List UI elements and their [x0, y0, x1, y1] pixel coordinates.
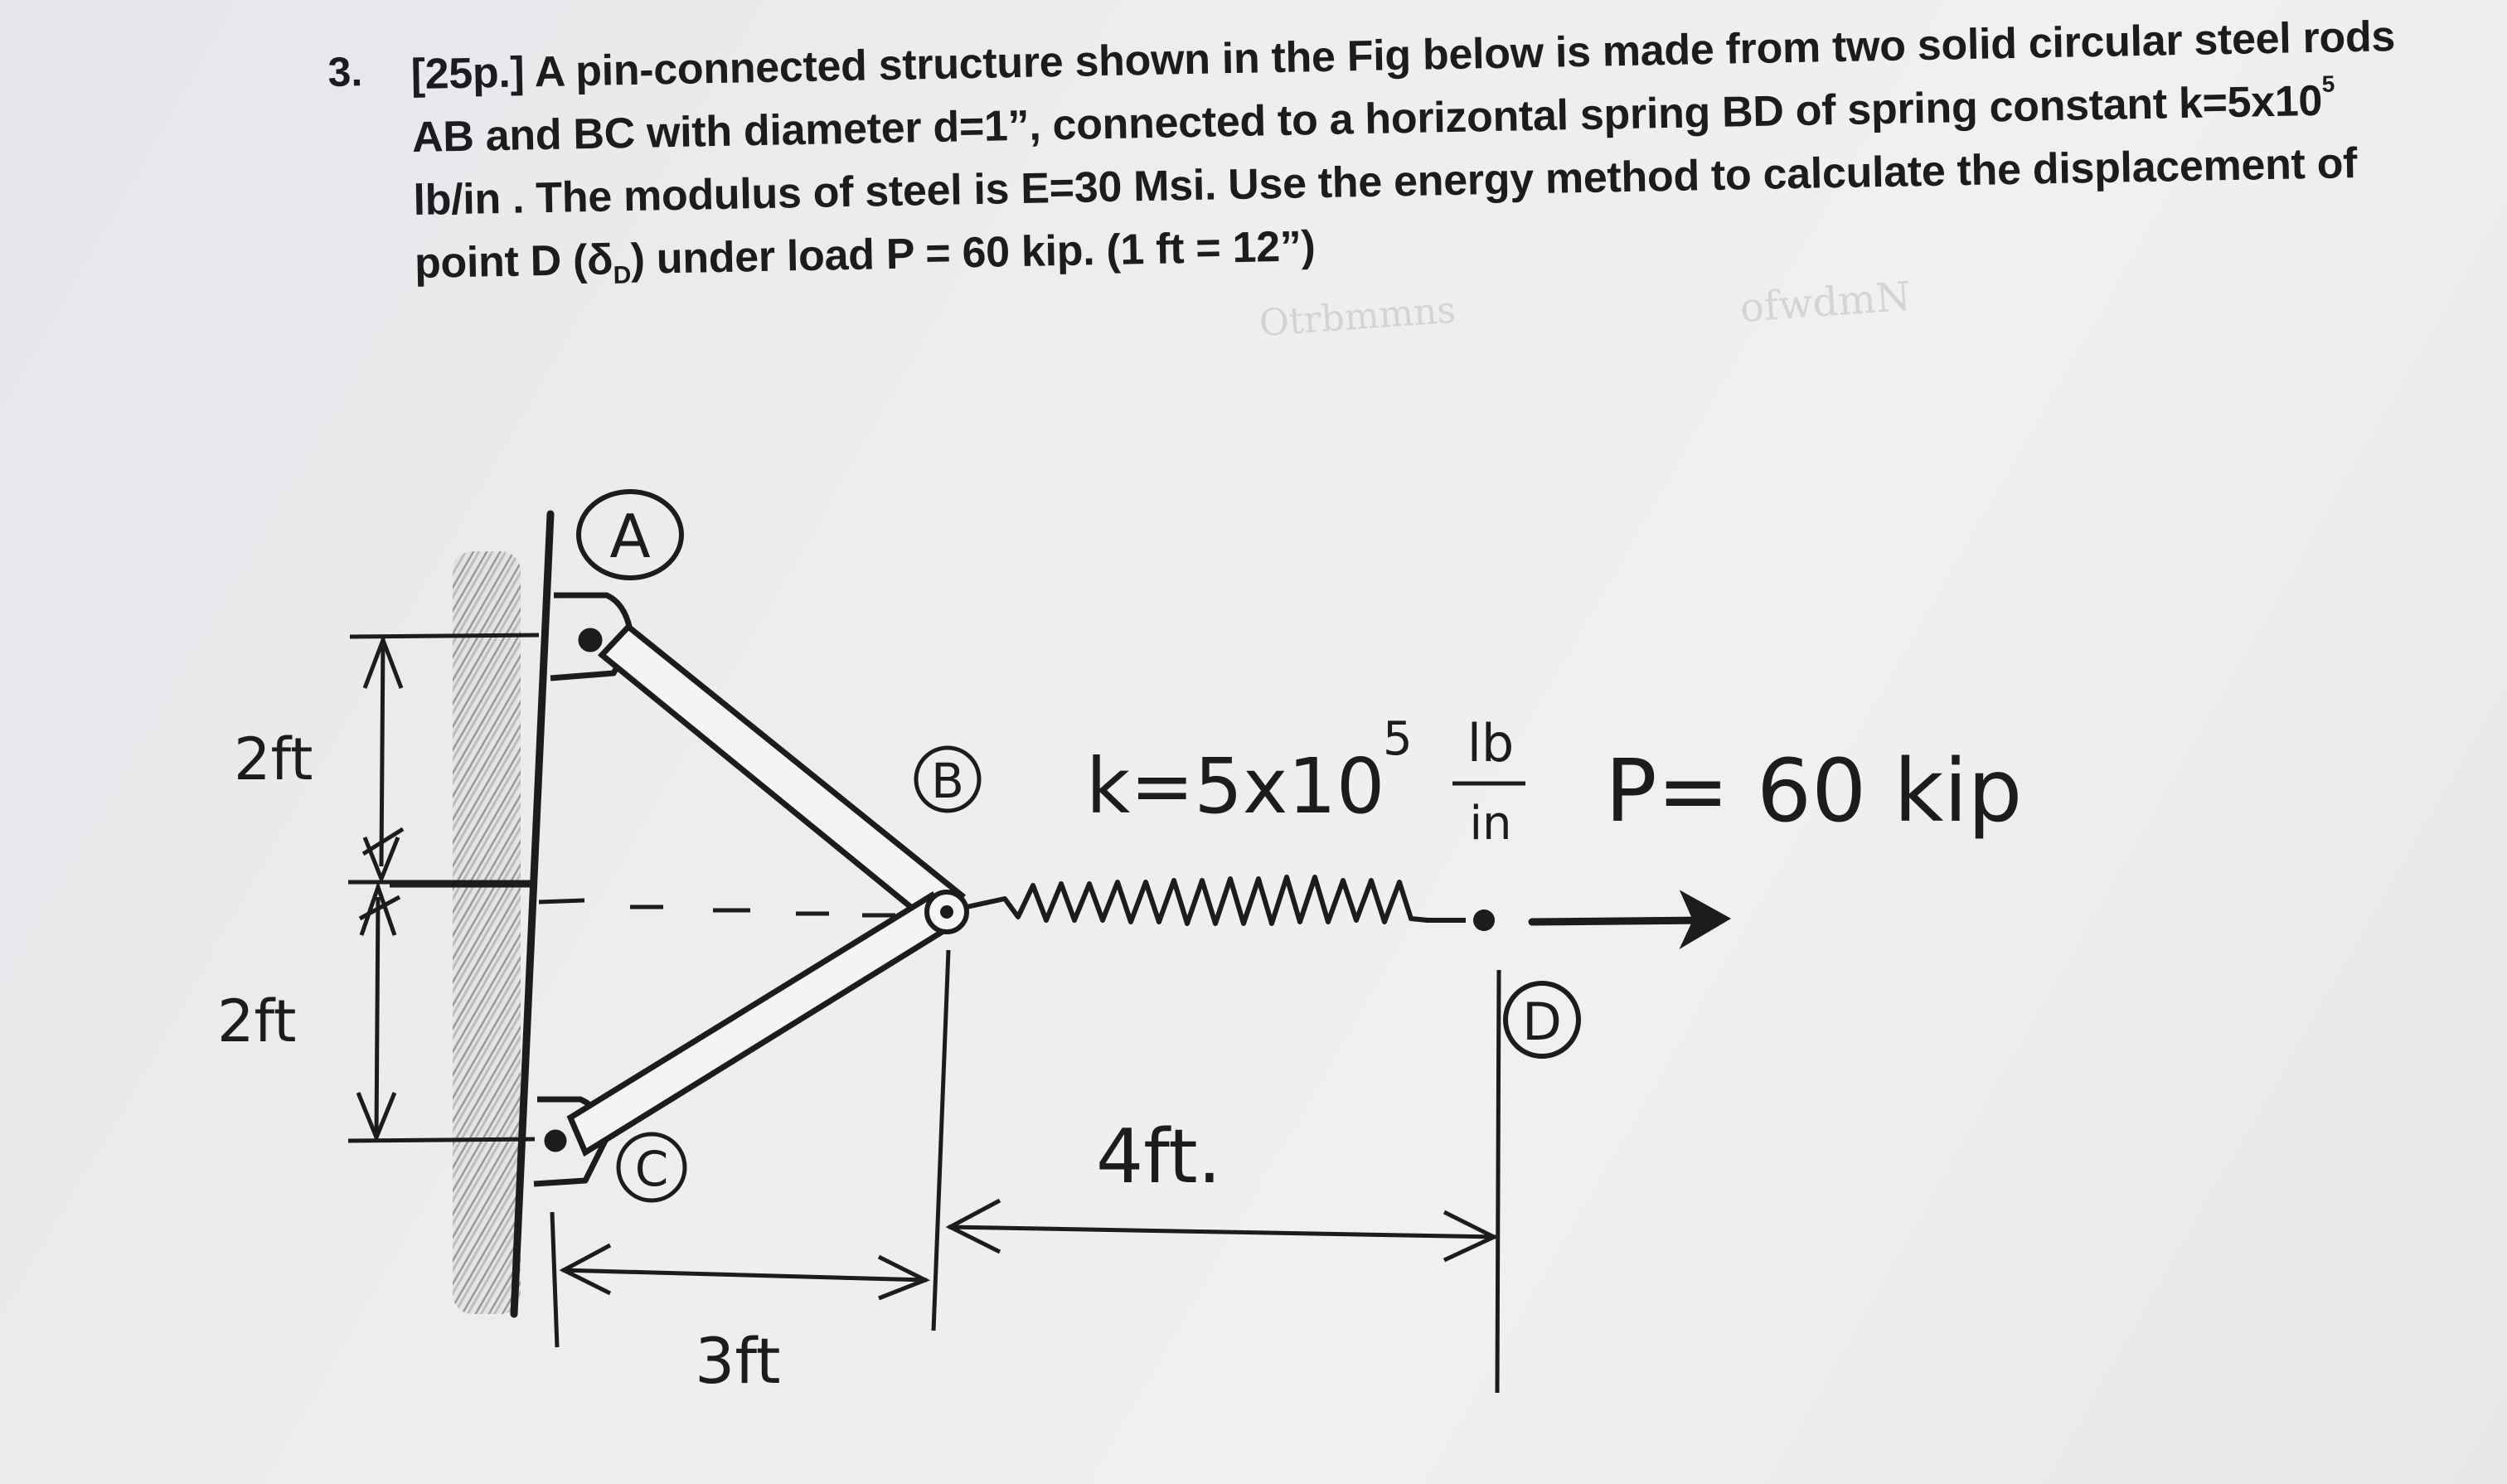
dashed-reference-line: [390, 883, 895, 918]
rod-bc: [566, 891, 954, 1157]
dim-horizontal-3ft: 3ft: [695, 1324, 781, 1398]
label-b: B: [914, 745, 982, 813]
joint-b-pin: [940, 905, 953, 919]
svg-text:ofwdmN: ofwdmN: [1738, 274, 1912, 332]
label-a-text: A: [609, 502, 650, 571]
ghost-marks: Otrbmmns ofwdmN: [1258, 274, 1912, 345]
dimension-horizontal-3ft: [550, 949, 951, 1348]
rod-ab: [597, 623, 966, 931]
spring-bd: [966, 875, 1466, 926]
label-d-text: D: [1522, 992, 1562, 1052]
label-c-text: C: [635, 1141, 669, 1197]
dim-horizontal-4ft: 4ft.: [1096, 1113, 1221, 1200]
spring-unit-top: lb: [1467, 713, 1515, 774]
load-label: P= 60 kip: [1605, 740, 2022, 841]
spring-k-text: k=5x10: [1086, 742, 1384, 831]
dim-upper-2ft: 2ft: [234, 725, 313, 793]
spring-k-exponent: 5: [1383, 712, 1413, 766]
label-c: C: [616, 1132, 687, 1203]
label-a: A: [576, 489, 684, 580]
dim-lower-2ft: 2ft: [217, 987, 296, 1055]
point-d: [1473, 909, 1495, 931]
label-d: D: [1503, 981, 1581, 1059]
dimension-horizontal-4ft: [945, 969, 1501, 1394]
wall-line: [510, 510, 555, 1318]
spring-unit-bottom: in: [1469, 797, 1511, 851]
load-arrow: [1528, 890, 1732, 950]
dimension-vertical: [347, 633, 540, 1143]
svg-text:Otrbmmns: Otrbmmns: [1258, 289, 1457, 345]
spring-constant-label: k=5x10 5 lb in: [1086, 712, 1525, 851]
wall-hatching: [453, 551, 521, 1314]
label-b-text: B: [931, 753, 964, 809]
